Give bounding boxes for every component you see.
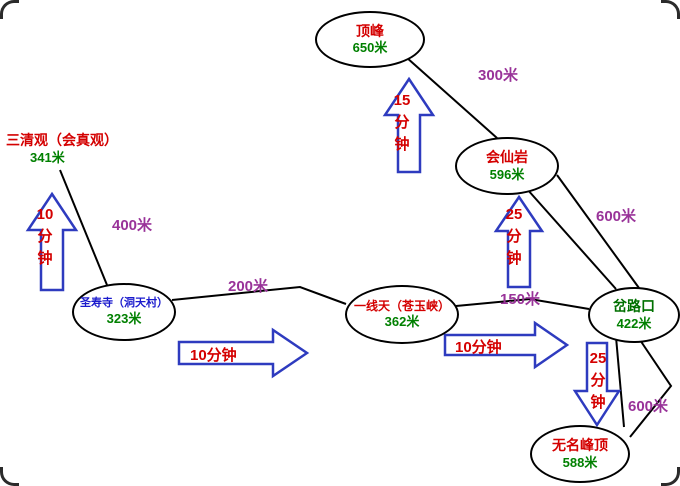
- time-label-to-wumingfengding: 25 分 钟: [589, 350, 607, 411]
- corner-decoration: [661, 0, 680, 19]
- edge-shengshousi-yixiantian: [171, 285, 347, 305]
- edge-chalukou-wumingfengding-a: [615, 336, 625, 428]
- node-name: 无名峰顶: [552, 437, 608, 454]
- corner-decoration: [0, 0, 19, 19]
- node-chalukou: 岔路口 422米: [588, 287, 680, 343]
- distance-label-chalukou-wumingfengding: 600米: [628, 398, 669, 415]
- edge-sanqingguan-shengshousi: [59, 169, 108, 286]
- node-dingfeng: 顶峰 650米: [315, 11, 425, 68]
- node-sanqingguan: 三清观（会真观） 341米: [6, 128, 138, 170]
- down-arrow-to-wumingfengding: [572, 341, 622, 428]
- node-elevation: 362米: [384, 313, 420, 329]
- edge-huixianyan-chalukou-b: [556, 174, 640, 289]
- time-label-to-yixiantian: 10分钟: [190, 347, 237, 364]
- node-huixianyan: 会仙岩 596米: [455, 137, 559, 195]
- node-shengshousi: 圣寿寺（洞天村） 323米: [72, 283, 176, 341]
- edge-chalukou-wumingfengding-b: [629, 336, 673, 438]
- corner-decoration: [0, 467, 19, 486]
- distance-label-sanqingguan-shengshousi: 400米: [112, 217, 153, 234]
- time-label-to-dingfeng: 15 分 钟: [393, 92, 411, 153]
- distance-label-dingfeng-huixianyan: 300米: [478, 67, 519, 84]
- edge-huixianyan-chalukou-a: [526, 188, 617, 290]
- node-elevation: 650米: [352, 40, 388, 56]
- node-elevation: 422米: [616, 315, 652, 331]
- up-arrow-to-dingfeng: [382, 76, 436, 174]
- node-name: 一线天（苍玉峡）: [353, 298, 450, 313]
- node-elevation: 596米: [489, 166, 525, 182]
- right-arrow-to-chalukou: [443, 320, 570, 370]
- up-arrow-to-huixianyan: [493, 194, 545, 289]
- node-name: 会仙岩: [486, 149, 528, 166]
- node-name: 圣寿寺（洞天村）: [80, 297, 168, 309]
- node-elevation: 341米: [30, 149, 65, 165]
- node-elevation: 323米: [106, 310, 142, 326]
- time-label-to-chalukou: 10分钟: [455, 339, 502, 356]
- distance-label-shengshousi-yixiantian: 200米: [228, 278, 269, 295]
- edge-dingfeng-huixianyan: [405, 56, 498, 139]
- node-elevation: 588米: [562, 454, 598, 470]
- up-arrow-to-sanqingguan: [25, 191, 79, 292]
- distance-label-huixianyan-chalukou: 600米: [596, 208, 637, 225]
- right-arrow-to-yixiantian: [177, 327, 310, 379]
- time-label-to-sanqingguan: 10 分 钟: [36, 206, 54, 267]
- node-yixiantian: 一线天（苍玉峡） 362米: [345, 285, 459, 344]
- node-name: 顶峰: [356, 22, 384, 39]
- node-wumingfengding: 无名峰顶 588米: [530, 425, 630, 483]
- time-label-to-huixianyan: 25 分 钟: [505, 206, 523, 267]
- distance-label-yixiantian-chalukou: 150米: [500, 291, 541, 308]
- edge-yixiantian-chalukou: [455, 297, 590, 310]
- corner-decoration: [661, 467, 680, 486]
- node-name: 岔路口: [613, 298, 655, 315]
- node-name: 三清观（会真观）: [6, 132, 118, 149]
